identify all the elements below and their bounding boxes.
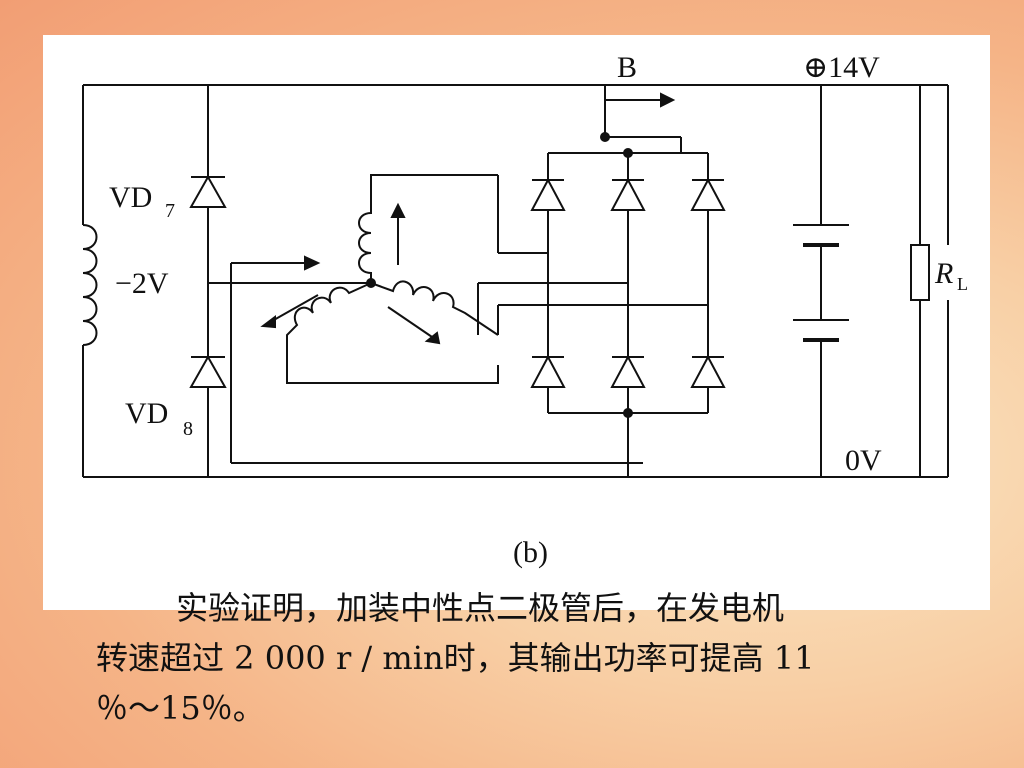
label-vd7: VD [109,181,152,214]
bridge-diode-l3 [690,354,726,388]
caption-line-3: ％～15％。 [96,689,265,727]
label-vd8: VD [125,397,168,430]
label-vd8-sub: 8 [183,418,193,440]
caption-line-1: 实验证明，加装中性点二极管后，在发电机 [176,589,785,627]
caption-text: 实验证明，加装中性点二极管后，在发电机 转速超过 2 000 r / min时，… [96,583,956,733]
aux-arrow-head [304,255,321,271]
stator-winding-b [370,280,499,336]
bridge-diode-u2 [610,177,646,211]
arrow-a-head [390,202,406,218]
label-zero-v: 0V [845,444,882,477]
label-positive-14v: ⊕14V [803,51,880,84]
bridge-diode-u1 [530,177,566,211]
arrow-b-head [424,331,441,345]
stator-winding-c [286,282,499,384]
circuit-diagram: B ⊕14V VD 7 −2V VD 8 0V R L (b) [82,51,968,569]
stator-winding-a [358,174,498,283]
diagram-panel: B ⊕14V VD 7 −2V VD 8 0V R L (b) [43,35,990,610]
label-rl: R [934,257,953,290]
bridge-diode-l2 [610,354,646,388]
figure-label: (b) [513,536,548,569]
vd8-diode [189,354,227,388]
label-rl-sub: L [957,274,968,294]
b-arrow-head [660,92,676,108]
label-neg-2v: −2V [115,267,169,300]
label-node-b: B [617,51,637,84]
caption-line-2: 转速超过 2 000 r / min时，其输出功率可提高 11 [96,639,815,677]
arrow-b [387,306,436,340]
load-resistor [910,244,930,301]
bridge-diode-u3 [690,177,726,211]
bridge-diode-l1 [530,354,566,388]
arrow-c-head [260,315,276,329]
field-coil [82,224,98,346]
label-vd7-sub: 7 [165,200,175,222]
vd7-diode [189,174,227,208]
